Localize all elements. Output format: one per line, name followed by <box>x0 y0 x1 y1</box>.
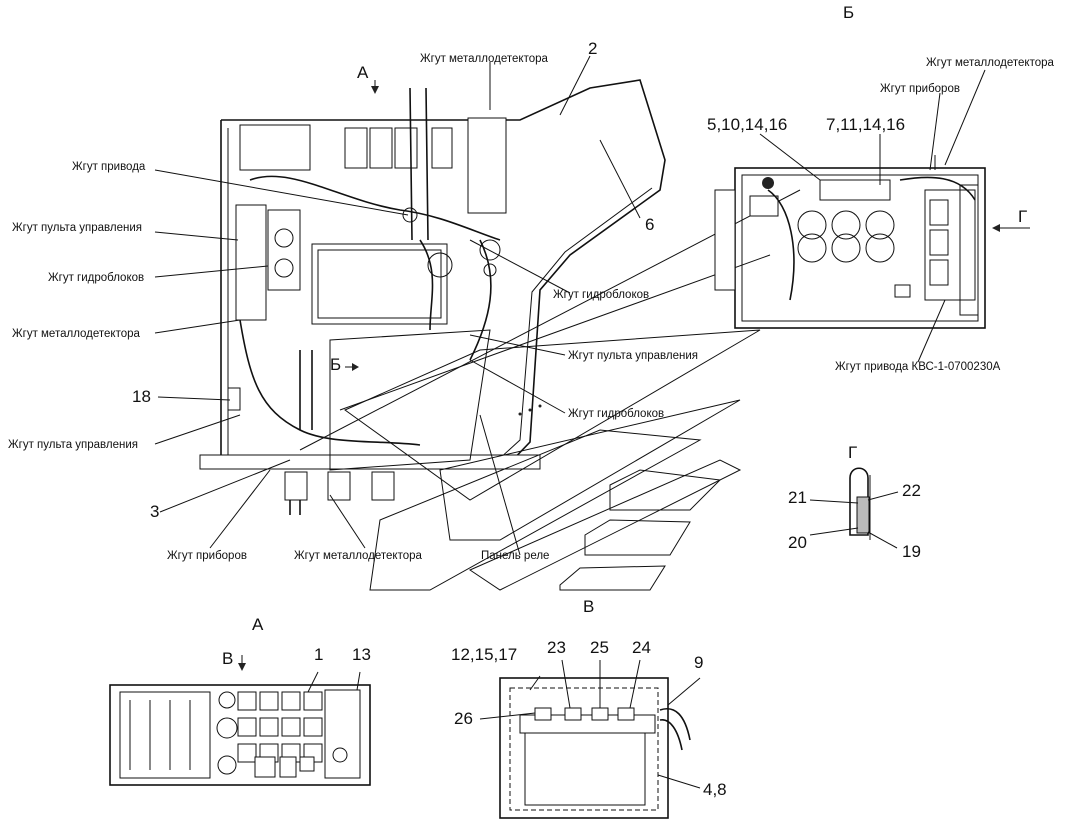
view-g-arrow-label: Г <box>1018 207 1027 226</box>
main-assembly <box>199 79 801 591</box>
view-v-box <box>479 659 701 819</box>
view-b <box>714 69 1030 363</box>
label-metal-detector-left: Жгут металлодетектора <box>12 328 141 340</box>
label-b-drive-kvs: Жгут привода КВС-1-0700230А <box>835 361 1001 373</box>
number-23: 23 <box>547 638 566 657</box>
view-labels: А Б Б Г Г А В В <box>222 3 1027 668</box>
label-metal-detector-bottom: Жгут металлодетектора <box>294 550 423 562</box>
label-control-panel-1: Жгут пульта управления <box>12 222 142 234</box>
harness-labels: Жгут металлодетектора Жгут привода Жгут … <box>8 53 1055 562</box>
number-3: 3 <box>150 502 159 521</box>
label-b-instruments: Жгут приборов <box>880 83 960 95</box>
view-g <box>809 467 899 549</box>
view-a-panel <box>109 655 371 786</box>
number-21: 21 <box>788 488 807 507</box>
view-g-top-label: Г <box>848 443 857 462</box>
view-v-arrow-label: В <box>222 649 233 668</box>
number-24: 24 <box>632 638 651 657</box>
number-22: 22 <box>902 481 921 500</box>
label-hydro-1: Жгут гидроблоков <box>48 272 144 284</box>
main-leaders <box>154 55 641 556</box>
number-20: 20 <box>788 533 807 552</box>
label-hydro-mid: Жгут гидроблоков <box>553 289 649 301</box>
view-a-top-label: А <box>357 63 369 82</box>
number-1: 1 <box>314 645 323 664</box>
label-instruments-bottom: Жгут приборов <box>167 550 247 562</box>
number-12-15-17: 12,15,17 <box>451 645 517 664</box>
label-drive: Жгут привода <box>72 161 146 173</box>
label-metal-detector-top: Жгут металлодетектора <box>420 53 549 65</box>
label-control-panel-left: Жгут пульта управления <box>8 439 138 451</box>
view-b-top-label: Б <box>843 3 854 22</box>
view-v-bottom-label: В <box>583 597 594 616</box>
number-19: 19 <box>902 542 921 561</box>
position-numbers: 2 6 18 3 5,10,14,16 7,11,14,16 21 22 20 … <box>132 39 921 799</box>
number-25: 25 <box>590 638 609 657</box>
view-b-inline-label: Б <box>330 355 341 374</box>
number-2: 2 <box>588 39 597 58</box>
number-6: 6 <box>645 215 654 234</box>
number-26: 26 <box>454 709 473 728</box>
number-18: 18 <box>132 387 151 406</box>
number-7-11-14-16: 7,11,14,16 <box>826 115 905 134</box>
number-9: 9 <box>694 653 703 672</box>
number-4-8: 4,8 <box>703 780 727 799</box>
label-hydro-mid2: Жгут гидроблоков <box>568 408 664 420</box>
label-b-metal-detector: Жгут металлодетектора <box>926 57 1055 69</box>
number-13: 13 <box>352 645 371 664</box>
label-control-panel-mid: Жгут пульта управления <box>568 350 698 362</box>
label-relay-panel: Панель реле <box>481 550 549 562</box>
number-5-10-14-16: 5,10,14,16 <box>707 115 787 134</box>
view-a-bottom-label: А <box>252 615 264 634</box>
